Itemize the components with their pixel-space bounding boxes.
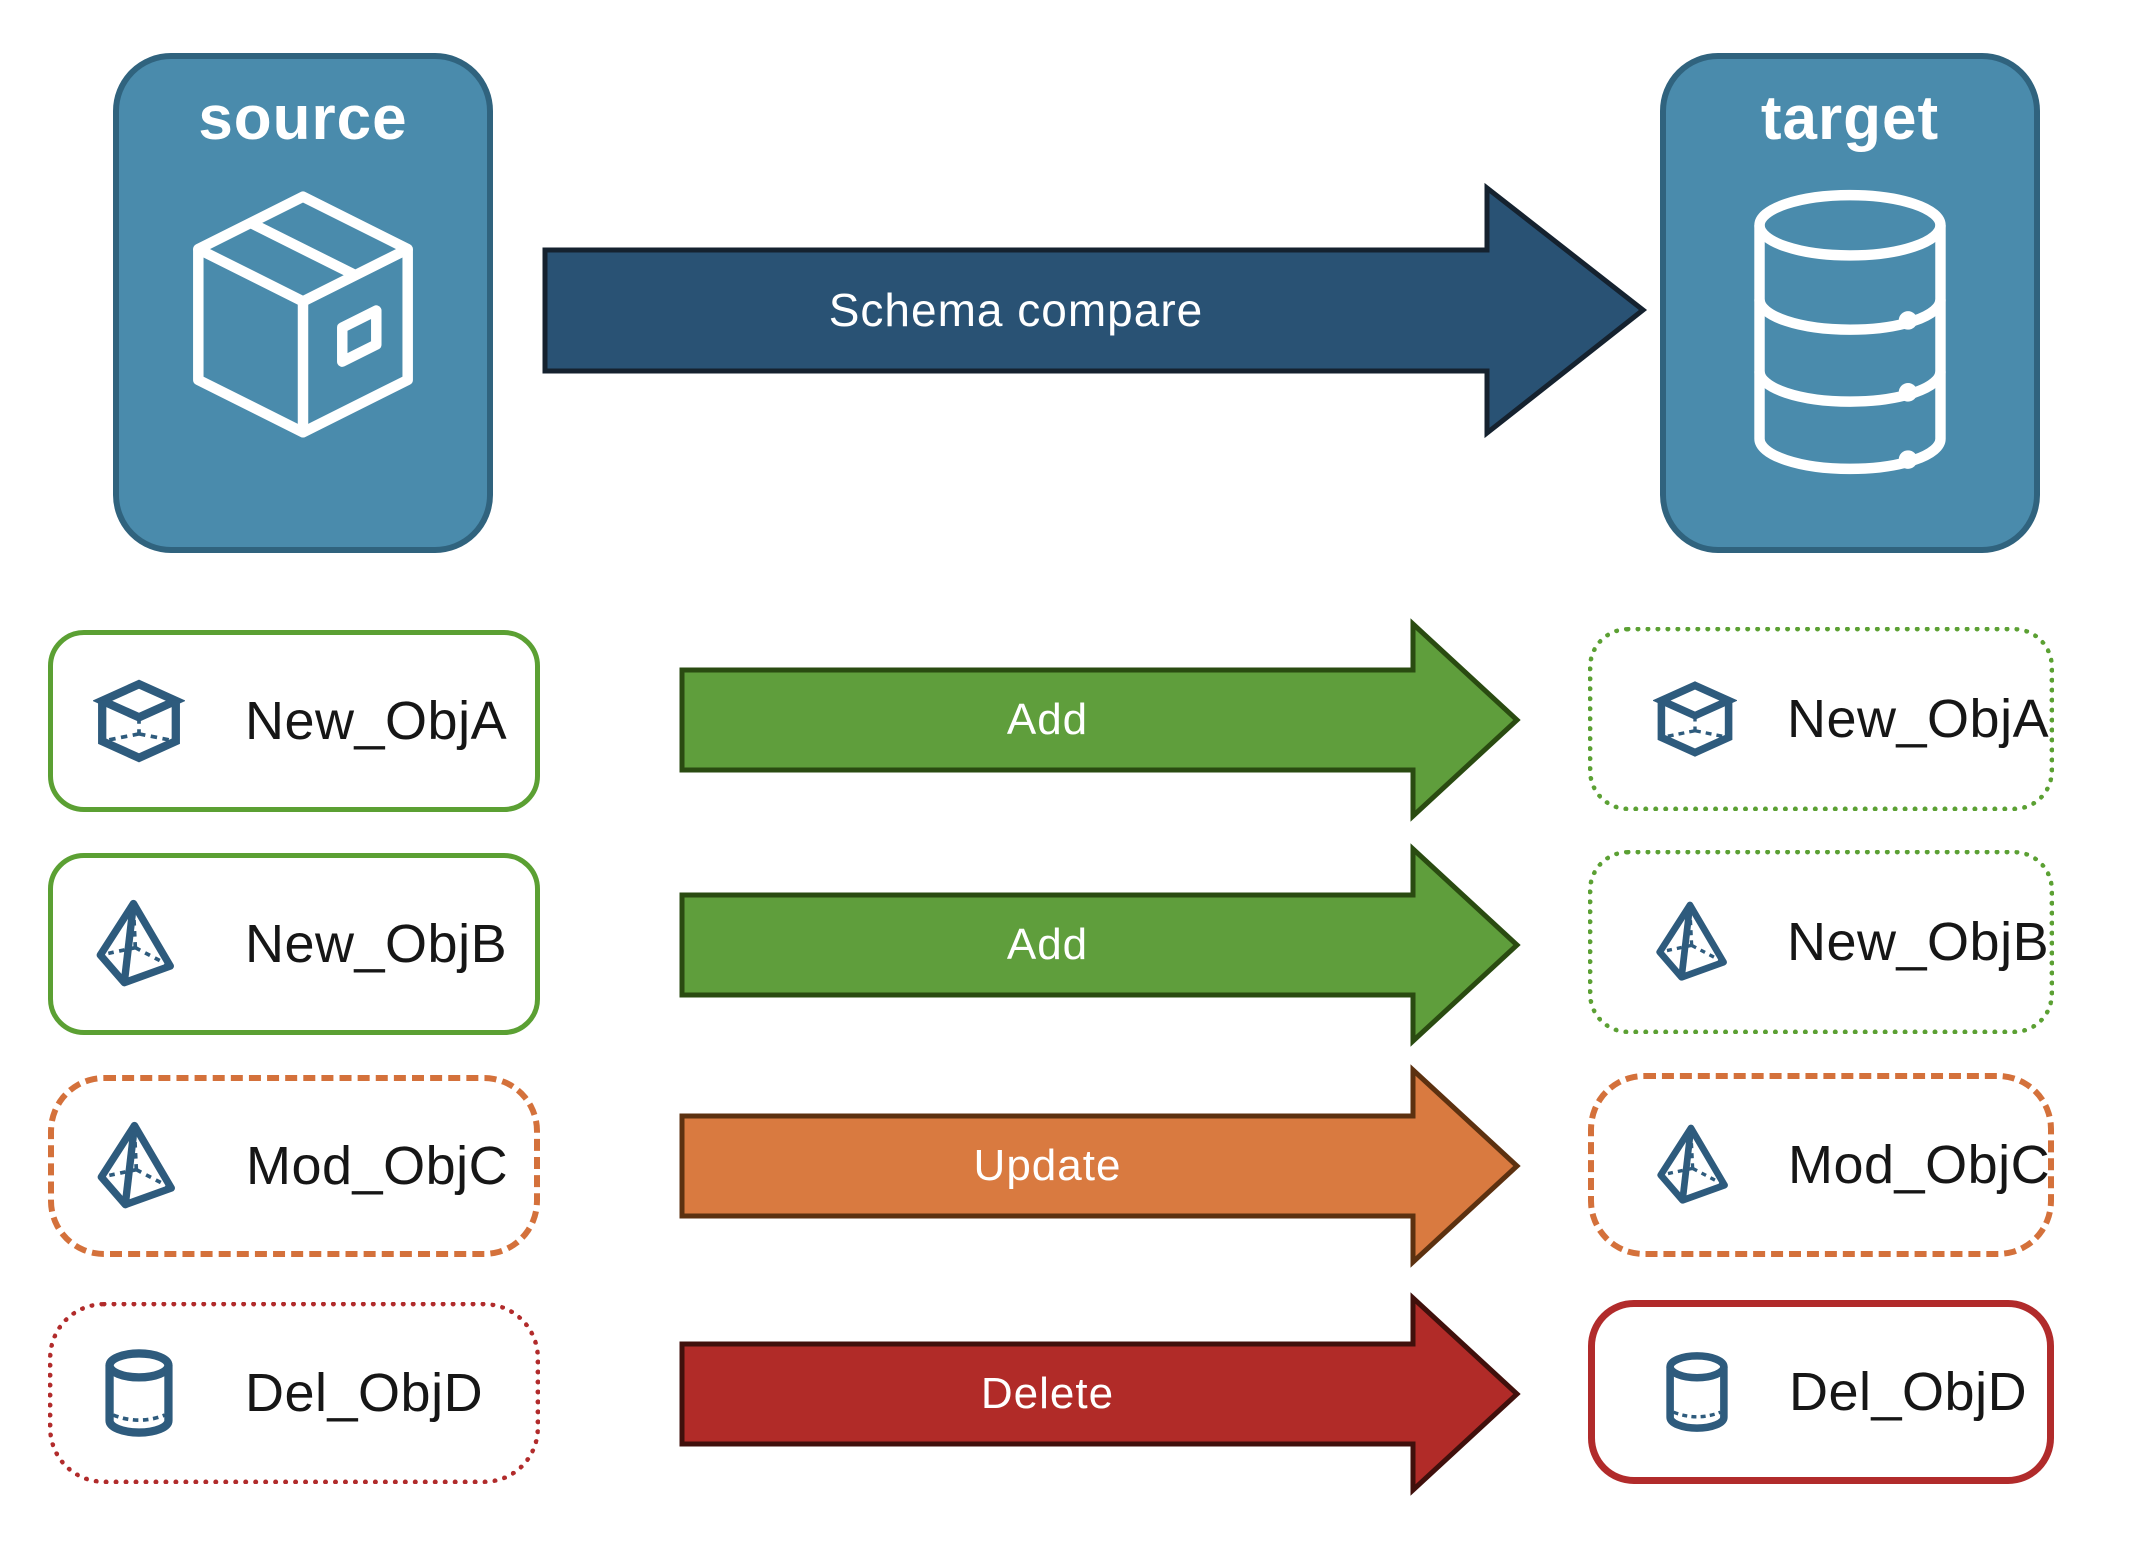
pyramid-icon	[1653, 900, 1737, 984]
target-object-card-del-objd: Del_ObjD	[1588, 1300, 2054, 1484]
object-label: Del_ObjD	[1789, 1362, 2028, 1422]
object-label: New_ObjB	[1787, 912, 2050, 972]
cylinder-icon	[93, 1347, 185, 1439]
add-label-row-b: Add	[1006, 920, 1089, 969]
target-node: target	[1660, 53, 2040, 553]
pyramid-icon	[94, 1120, 186, 1212]
add-arrow-row-b	[679, 843, 1521, 1047]
add-arrow-row-a	[679, 618, 1521, 822]
schema-compare-label: Schema compare	[828, 284, 1204, 336]
cylinder-icon	[1655, 1350, 1739, 1434]
pyramid-icon	[1654, 1123, 1738, 1207]
target-object-card-new-objb: New_ObjB	[1588, 850, 2054, 1034]
cube-icon	[1653, 677, 1737, 761]
object-label: Mod_ObjC	[1788, 1135, 2051, 1195]
package-box-icon	[193, 191, 413, 438]
database-icon	[1754, 190, 1946, 475]
source-node-label: source	[198, 84, 408, 153]
update-arrow	[679, 1064, 1521, 1268]
target-object-card-new-obja: New_ObjA	[1588, 627, 2054, 811]
update-label: Update	[973, 1141, 1122, 1190]
object-label: New_ObjB	[245, 914, 508, 974]
pyramid-icon	[93, 898, 185, 990]
delete-arrow	[679, 1292, 1521, 1496]
object-label: New_ObjA	[1787, 689, 2050, 749]
schema-compare-arrow	[542, 182, 1648, 439]
object-label: New_ObjA	[245, 691, 508, 751]
object-label: Del_ObjD	[245, 1363, 484, 1423]
source-node: source	[113, 53, 493, 553]
source-object-card-new-obja: New_ObjA	[48, 630, 540, 812]
delete-label: Delete	[980, 1369, 1115, 1418]
source-object-card-mod-objc: Mod_ObjC	[48, 1075, 540, 1257]
cube-icon	[93, 675, 185, 767]
add-label-row-a: Add	[1006, 695, 1089, 744]
target-node-label: target	[1760, 84, 1940, 153]
target-object-card-mod-objc: Mod_ObjC	[1588, 1073, 2054, 1257]
source-object-card-new-objb: New_ObjB	[48, 853, 540, 1035]
object-label: Mod_ObjC	[246, 1136, 509, 1196]
source-object-card-del-objd: Del_ObjD	[48, 1302, 540, 1484]
